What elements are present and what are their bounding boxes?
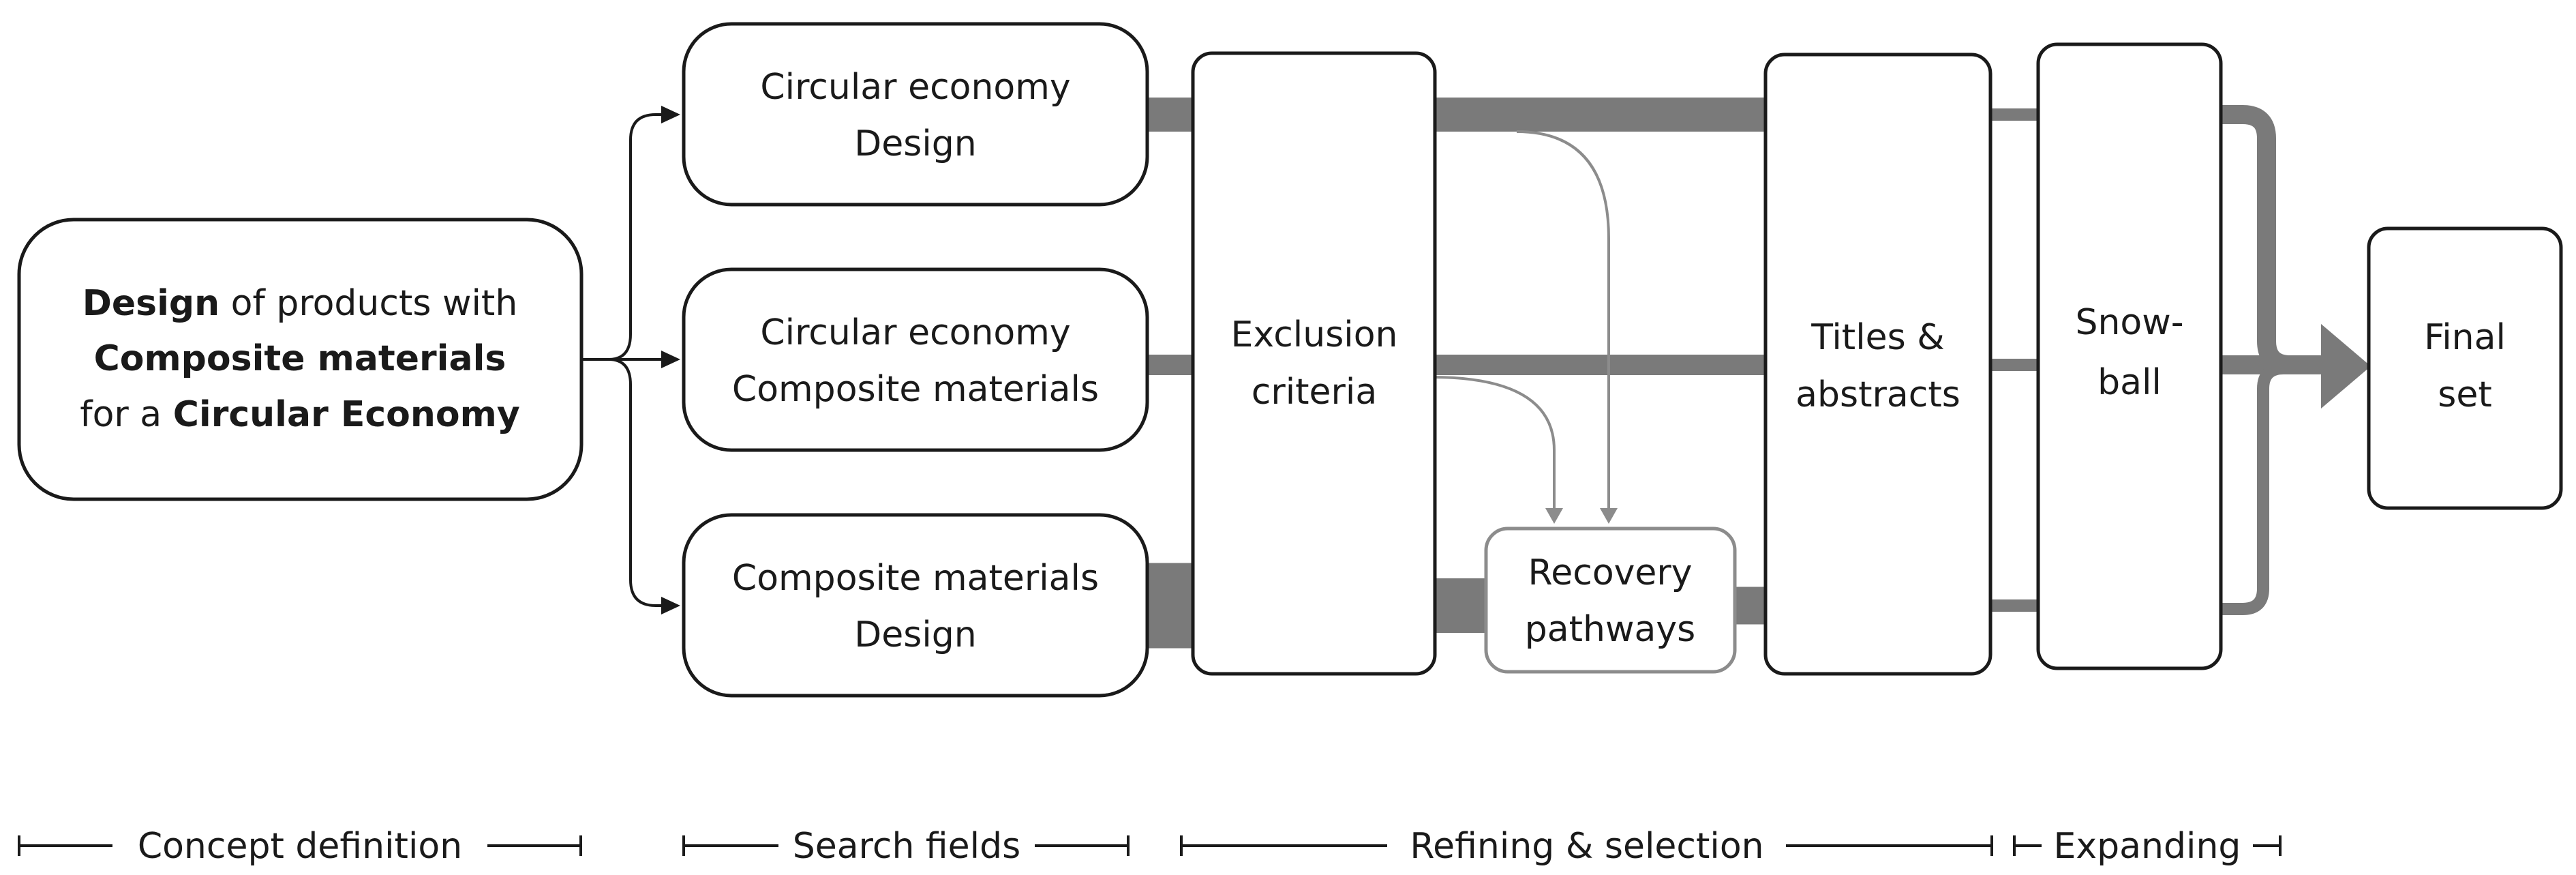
phase-refining-selection: Refining & selection [1180, 826, 1993, 867]
exclusion-line-1: Exclusion [1230, 314, 1397, 355]
snowball-line-2: ball [2097, 362, 2162, 403]
feeder-from-middle-band [1431, 376, 1556, 508]
search-field-2-line-1: Circular economy [760, 312, 1070, 353]
concept-box: Design of products with Composite materi… [17, 218, 584, 501]
recovery-feeder-arrows [1431, 130, 1618, 524]
search-field-1-line-1: Circular economy [760, 67, 1070, 108]
search-field-1-line-2: Design [854, 123, 977, 164]
branch-middle-arrowhead [661, 351, 680, 368]
branch-lower-arrowhead [661, 597, 680, 614]
branch-lower [608, 358, 665, 607]
titles-line-1: Titles & [1810, 317, 1945, 358]
final-set-box: Final set [2367, 226, 2563, 510]
feeder-top-arrowhead [1600, 508, 1618, 524]
search-field-ce-composites: Circular economy Composite materials [682, 267, 1149, 452]
concept-line-3: for a Circular Economy [80, 394, 519, 435]
flow-converge-top [2219, 105, 2331, 374]
phase-label-concept: Concept definition [138, 826, 462, 867]
phase-label-search: Search fields [793, 826, 1020, 867]
recovery-pathways-box: Recovery pathways [1484, 527, 1737, 674]
titles-abstracts-box: Titles & abstracts [1763, 53, 1992, 676]
concept-line-2: Composite materials [94, 338, 506, 379]
phase-search-fields: Search fields [682, 826, 1130, 867]
snowball-line-1: Snow- [2075, 302, 2183, 343]
final-line-1: Final [2424, 317, 2506, 358]
phase-expanding: Expanding [2013, 826, 2282, 867]
flow-converge-bottom [2219, 362, 2331, 615]
exclusion-line-2: criteria [1252, 372, 1378, 413]
branch-upper [608, 113, 665, 361]
concept-branch-arrows [583, 106, 680, 614]
feeder-middle-arrowhead [1545, 508, 1563, 524]
phase-timeline: Concept definition Search fields Refinin… [18, 826, 2282, 867]
snowball-box: Snow- ball [2036, 42, 2223, 670]
branch-upper-arrowhead [661, 106, 680, 123]
recovery-line-2: pathways [1525, 609, 1695, 650]
search-field-2-line-2: Composite materials [732, 369, 1099, 410]
final-line-2: set [2438, 374, 2491, 415]
phase-concept-definition: Concept definition [18, 826, 582, 867]
feeder-from-top-band [1516, 130, 1610, 508]
search-field-composites-design: Composite materials Design [682, 513, 1149, 698]
recovery-line-1: Recovery [1528, 552, 1692, 593]
search-field-ce-design: Circular economy Design [682, 22, 1149, 207]
final-arrowhead [2321, 324, 2371, 409]
search-field-3-line-2: Design [854, 614, 977, 655]
concept-line-1: Design of products with [82, 283, 518, 324]
phase-label-expanding: Expanding [2054, 826, 2241, 867]
phase-label-refining: Refining & selection [1410, 826, 1763, 867]
titles-line-2: abstracts [1795, 374, 1960, 415]
exclusion-criteria-box: Exclusion criteria [1191, 51, 1437, 676]
search-field-3-line-1: Composite materials [732, 558, 1099, 599]
